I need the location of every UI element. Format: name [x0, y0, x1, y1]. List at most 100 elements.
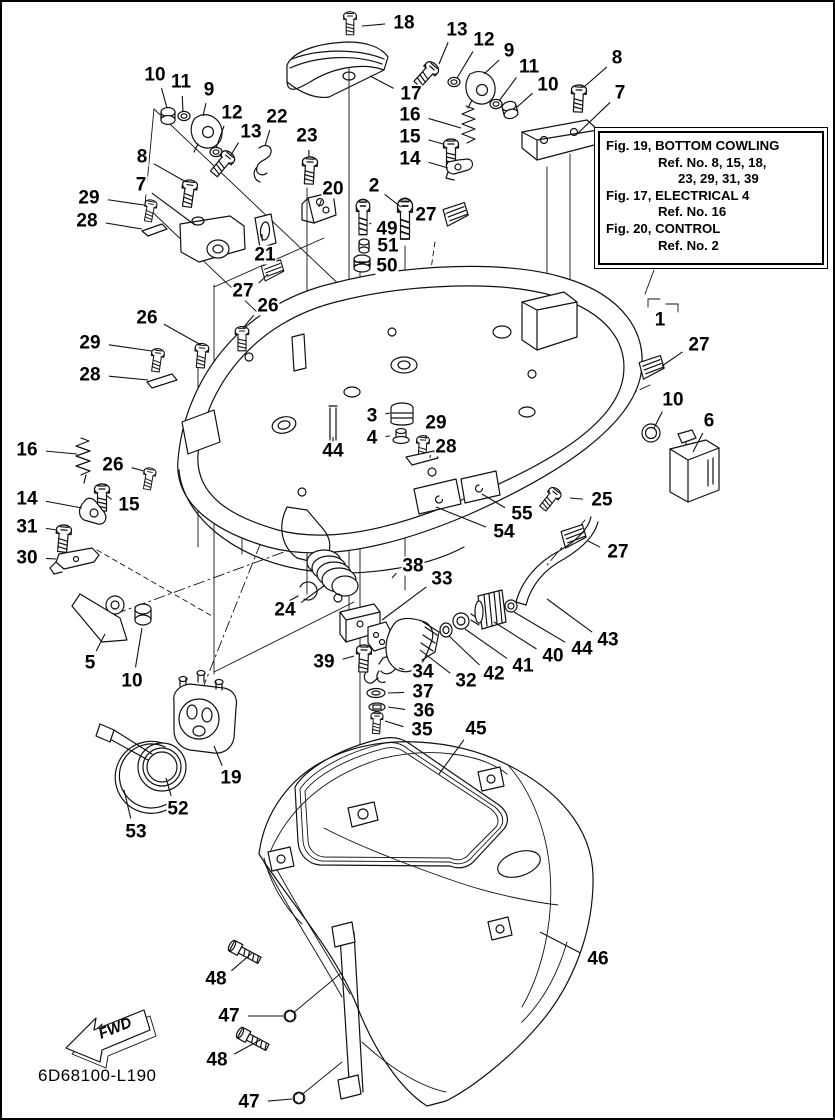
part-label-46: 46 [586, 948, 610, 970]
reference-box-line: Ref. No. 16 [658, 204, 727, 220]
upper-right-hardware [411, 58, 599, 181]
reference-box-line: Fig. 19, BOTTOM COWLING [606, 138, 780, 153]
leader-line-27 [258, 273, 269, 284]
part-label-26: 26 [101, 454, 125, 476]
leader-line-39 [342, 655, 355, 660]
leader-line-14 [428, 161, 449, 169]
leader-line-10 [515, 92, 533, 109]
leader-line-26 [163, 323, 202, 346]
part-label-14: 14 [398, 148, 422, 170]
reference-box-line: Fig. 20, CONTROL [606, 220, 721, 236]
part-label-1: 1 [653, 309, 667, 331]
starter-clamp-cluster [71, 593, 238, 814]
leader-line-49 [368, 222, 372, 225]
leader-line-29 [107, 199, 145, 206]
part-label-27: 27 [414, 204, 438, 226]
part-label-28: 28 [434, 436, 458, 458]
part-label-20: 20 [321, 178, 345, 200]
part-label-48: 48 [205, 1049, 229, 1071]
part-label-45: 45 [464, 718, 488, 740]
mid-left-hardware [49, 259, 286, 575]
part-label-21: 21 [253, 244, 277, 266]
part-label-10: 10 [120, 670, 144, 692]
leader-line-6 [692, 432, 704, 453]
leader-line-34 [398, 667, 405, 671]
part-label-27: 27 [606, 541, 630, 563]
leader-line-10 [653, 411, 663, 429]
leader-line-32 [419, 649, 451, 674]
leader-line-8 [583, 66, 608, 88]
part-label-53: 53 [124, 821, 148, 843]
leader-line-9 [483, 59, 500, 75]
leader-line-28 [108, 375, 149, 381]
part-label-29: 29 [77, 187, 101, 209]
leader-line-15 [428, 139, 444, 145]
bottom-cowling-lower [226, 741, 594, 1107]
part-label-47: 47 [237, 1091, 261, 1113]
leader-line-36 [387, 706, 406, 710]
leader-line-54 [435, 506, 487, 528]
part-label-9: 9 [202, 79, 216, 101]
part-label-26: 26 [135, 307, 159, 329]
leader-line-26 [131, 467, 145, 472]
leader-line-13 [438, 42, 449, 65]
part-label-24: 24 [273, 599, 297, 621]
drawing-code: 6D68100-L190 [38, 1066, 157, 1085]
part-label-51: 51 [376, 235, 400, 257]
leader-line-30 [45, 557, 57, 560]
leader-line-2 [384, 193, 402, 208]
part-label-16: 16 [398, 104, 422, 126]
part-label-31: 31 [15, 516, 39, 538]
part-label-38: 38 [401, 555, 425, 577]
part-label-12: 12 [220, 102, 244, 124]
part-label-34: 34 [411, 661, 435, 683]
part-label-3: 3 [365, 405, 379, 427]
leader-line-48 [233, 1039, 261, 1055]
leader-line-13 [230, 142, 240, 156]
leader-line-17 [369, 75, 394, 89]
leader-line-37 [387, 691, 405, 694]
part-label-47: 47 [217, 1005, 241, 1027]
part-label-48: 48 [204, 968, 228, 990]
part-label-7: 7 [134, 174, 148, 196]
part-label-9: 9 [502, 40, 516, 62]
leader-line-47 [267, 1098, 293, 1102]
part-label-27: 27 [231, 280, 255, 302]
leader-line-7 [151, 192, 196, 226]
leader-line-43 [546, 598, 593, 633]
part-label-11: 11 [517, 56, 541, 78]
leader-line-26 [242, 314, 255, 329]
part-label-41: 41 [511, 655, 535, 677]
part-label-16: 16 [15, 439, 39, 461]
part-label-13: 13 [445, 19, 469, 41]
part-label-42: 42 [482, 663, 506, 685]
leader-line-44 [513, 611, 566, 643]
leader-line-33 [381, 586, 427, 621]
drain-hose-cluster [339, 516, 599, 735]
leader-line-46 [539, 931, 582, 954]
part-label-8: 8 [610, 47, 624, 69]
leader-line-16 [428, 117, 462, 129]
part-label-14: 14 [15, 488, 39, 510]
part-label-55: 55 [510, 503, 534, 525]
reference-box-line: Ref. No. 8, 15, 18, [658, 154, 767, 170]
leader-line-40 [493, 621, 537, 650]
part-label-29: 29 [78, 332, 102, 354]
leader-line-29 [108, 344, 153, 352]
part-label-36: 36 [412, 700, 436, 722]
part-label-15: 15 [117, 494, 141, 516]
part-label-52: 52 [166, 798, 190, 820]
part-label-22: 22 [265, 106, 289, 128]
part-label-28: 28 [75, 210, 99, 232]
part-label-54: 54 [492, 521, 516, 543]
leader-line-18 [361, 23, 386, 27]
leader-line-22 [264, 129, 271, 147]
reference-box-line: Fig. 17, ELECTRICAL 4 [606, 187, 750, 203]
part-label-44: 44 [321, 440, 345, 462]
part-label-28: 28 [78, 364, 102, 386]
